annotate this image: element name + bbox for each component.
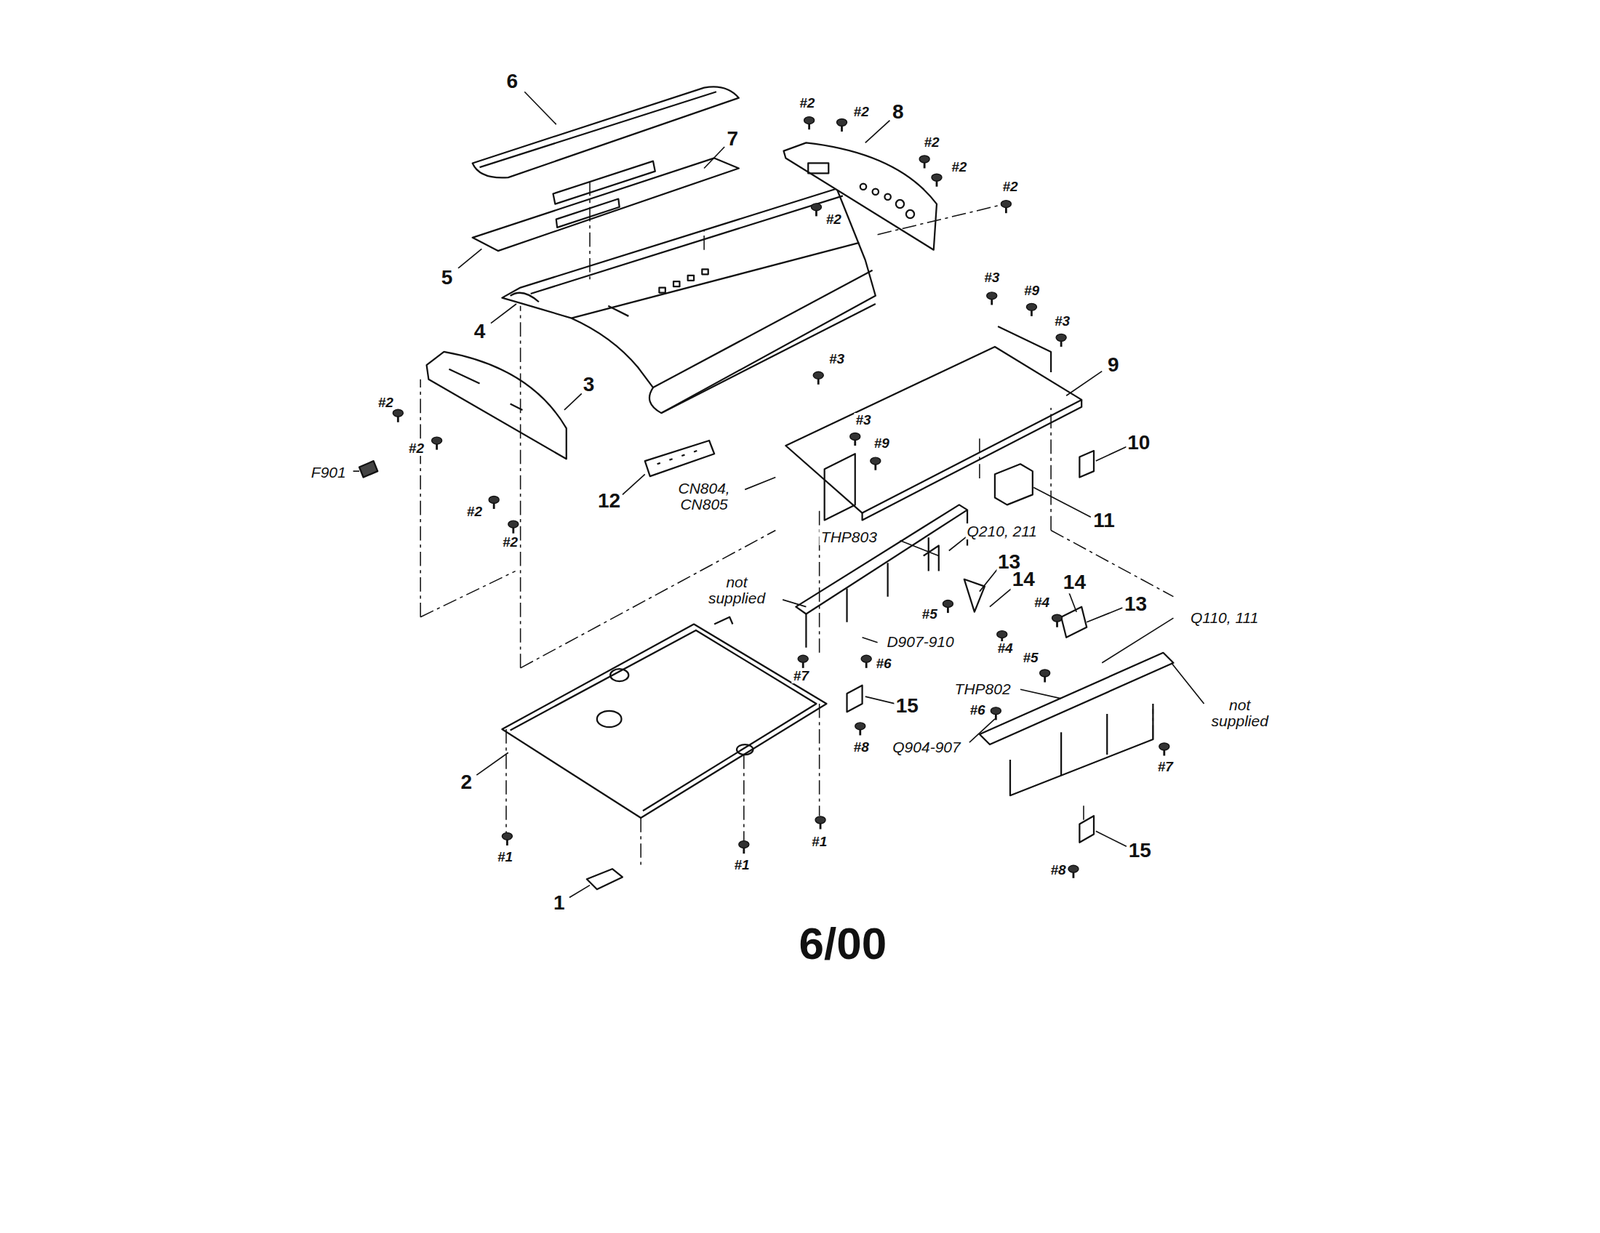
screw-symbol — [738, 841, 750, 855]
screw-ref: #4 — [995, 641, 1014, 656]
screw-ref: #7 — [792, 669, 811, 684]
screw-ref: #2 — [852, 104, 871, 120]
screw-ref: #8 — [1048, 863, 1067, 878]
screw-ref: #6 — [968, 703, 987, 718]
callout-number: 7 — [725, 128, 741, 150]
callout-number: 4 — [472, 320, 488, 342]
screw-ref: #2 — [1000, 179, 1019, 195]
callout-number: 11 — [1091, 509, 1117, 531]
screw-symbol — [804, 117, 815, 131]
callout-number: 3 — [581, 373, 597, 395]
part-label: CN804, CN805 — [669, 480, 739, 513]
screw-symbol — [488, 496, 499, 510]
screws — [392, 117, 1170, 879]
part-label: THP803 — [819, 529, 879, 546]
callout-number: 15 — [894, 695, 920, 717]
screw-symbol — [815, 816, 826, 830]
screw-ref: #2 — [376, 395, 395, 411]
callout-number: 14 — [1061, 571, 1088, 593]
screw-symbol — [501, 832, 512, 846]
screw-ref: #9 — [872, 436, 891, 451]
screw-ref: #2 — [501, 535, 520, 550]
screw-symbol — [837, 118, 848, 132]
part-label: THP802 — [953, 681, 1013, 698]
callout-number: 15 — [1127, 840, 1153, 862]
callout-number: 9 — [1106, 354, 1121, 376]
part-label: Q110, 111 — [1189, 610, 1260, 627]
screw-symbol — [392, 409, 403, 423]
screw-symbol — [813, 371, 824, 385]
callout-number: 12 — [596, 490, 622, 512]
screw-symbol — [931, 173, 942, 187]
screw-ref: #2 — [824, 212, 843, 227]
screw-symbol — [1159, 743, 1170, 757]
part-label: F901 — [309, 464, 348, 481]
screw-symbol — [990, 707, 1001, 721]
screw-ref: #2 — [922, 135, 941, 150]
screw-symbol — [432, 437, 443, 451]
callout-number: 6 — [505, 71, 520, 93]
screw-symbol — [1026, 303, 1037, 317]
screw-symbol — [942, 600, 953, 614]
callout-number: 2 — [458, 771, 474, 793]
screw-symbol — [986, 292, 998, 306]
screw-ref: #2 — [797, 96, 816, 111]
part-label: not supplied — [1205, 697, 1275, 730]
screw-symbol — [919, 155, 930, 169]
part-label: Q904-907 — [890, 739, 962, 756]
screw-ref: #1 — [810, 834, 829, 850]
screw-ref: #2 — [949, 160, 968, 175]
screw-symbol — [810, 203, 822, 217]
screw-symbol — [1000, 200, 1011, 214]
screw-symbol — [855, 722, 866, 736]
screw-ref: #8 — [852, 740, 871, 755]
screw-symbol — [508, 520, 519, 534]
part-label: not supplied — [702, 574, 771, 607]
callout-number: 8 — [890, 101, 906, 123]
part-label: Q210, 211 — [965, 523, 1040, 540]
screw-ref: #1 — [496, 850, 515, 865]
screw-ref: #5 — [1021, 650, 1040, 666]
screw-symbol — [797, 655, 808, 669]
callout-number: 10 — [1125, 432, 1152, 454]
screw-ref: #9 — [1022, 283, 1041, 299]
screw-ref: #7 — [1156, 760, 1175, 775]
screw-symbol — [1051, 614, 1062, 628]
screw-ref: #3 — [1053, 314, 1072, 329]
screw-symbol — [1040, 669, 1051, 683]
screw-symbol — [870, 457, 881, 471]
screw-ref: #2 — [465, 504, 484, 520]
screw-symbol — [1056, 333, 1067, 347]
screw-symbol — [861, 655, 872, 669]
callout-number: 1 — [552, 892, 567, 914]
callout-number: 13 — [1122, 593, 1149, 615]
screw-ref: #2 — [407, 441, 426, 456]
date-code: 6/00 — [797, 920, 889, 968]
part-label: D907-910 — [885, 633, 955, 650]
screw-ref: #4 — [1032, 595, 1051, 611]
screw-ref: #3 — [853, 413, 872, 428]
screw-ref: #5 — [920, 607, 939, 622]
screw-symbol — [1068, 865, 1079, 879]
callout-number: 14 — [1010, 568, 1037, 590]
callout-number: 5 — [440, 266, 455, 288]
screw-ref: #6 — [874, 656, 893, 672]
screw-ref: #3 — [982, 270, 1001, 286]
screw-symbol — [850, 432, 861, 446]
screw-ref: #3 — [827, 352, 846, 367]
screw-ref: #1 — [732, 858, 751, 873]
